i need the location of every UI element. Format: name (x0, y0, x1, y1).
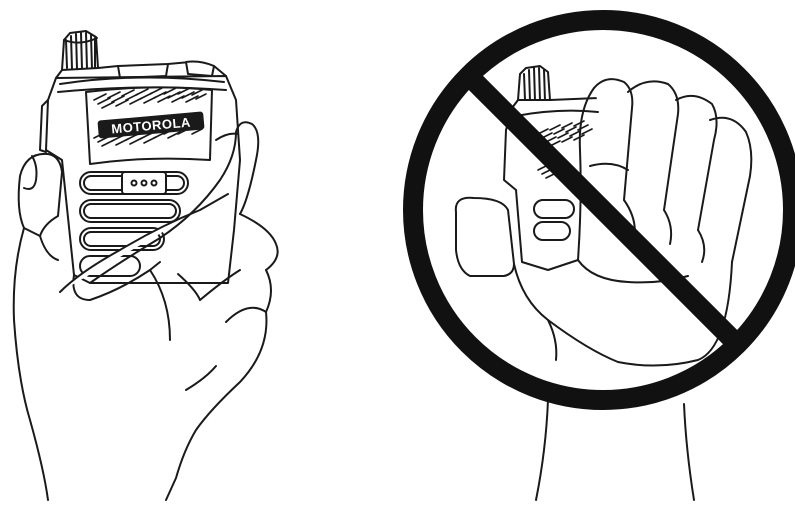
correct-grip-illustration: MOTOROLA (0, 0, 397, 516)
fist-icon (456, 79, 752, 500)
volume-knob (62, 31, 98, 70)
incorrect-grip-illustration (398, 0, 795, 516)
correct-grip-figure: MOTOROLA (0, 0, 397, 516)
incorrect-grip-figure (398, 0, 795, 516)
